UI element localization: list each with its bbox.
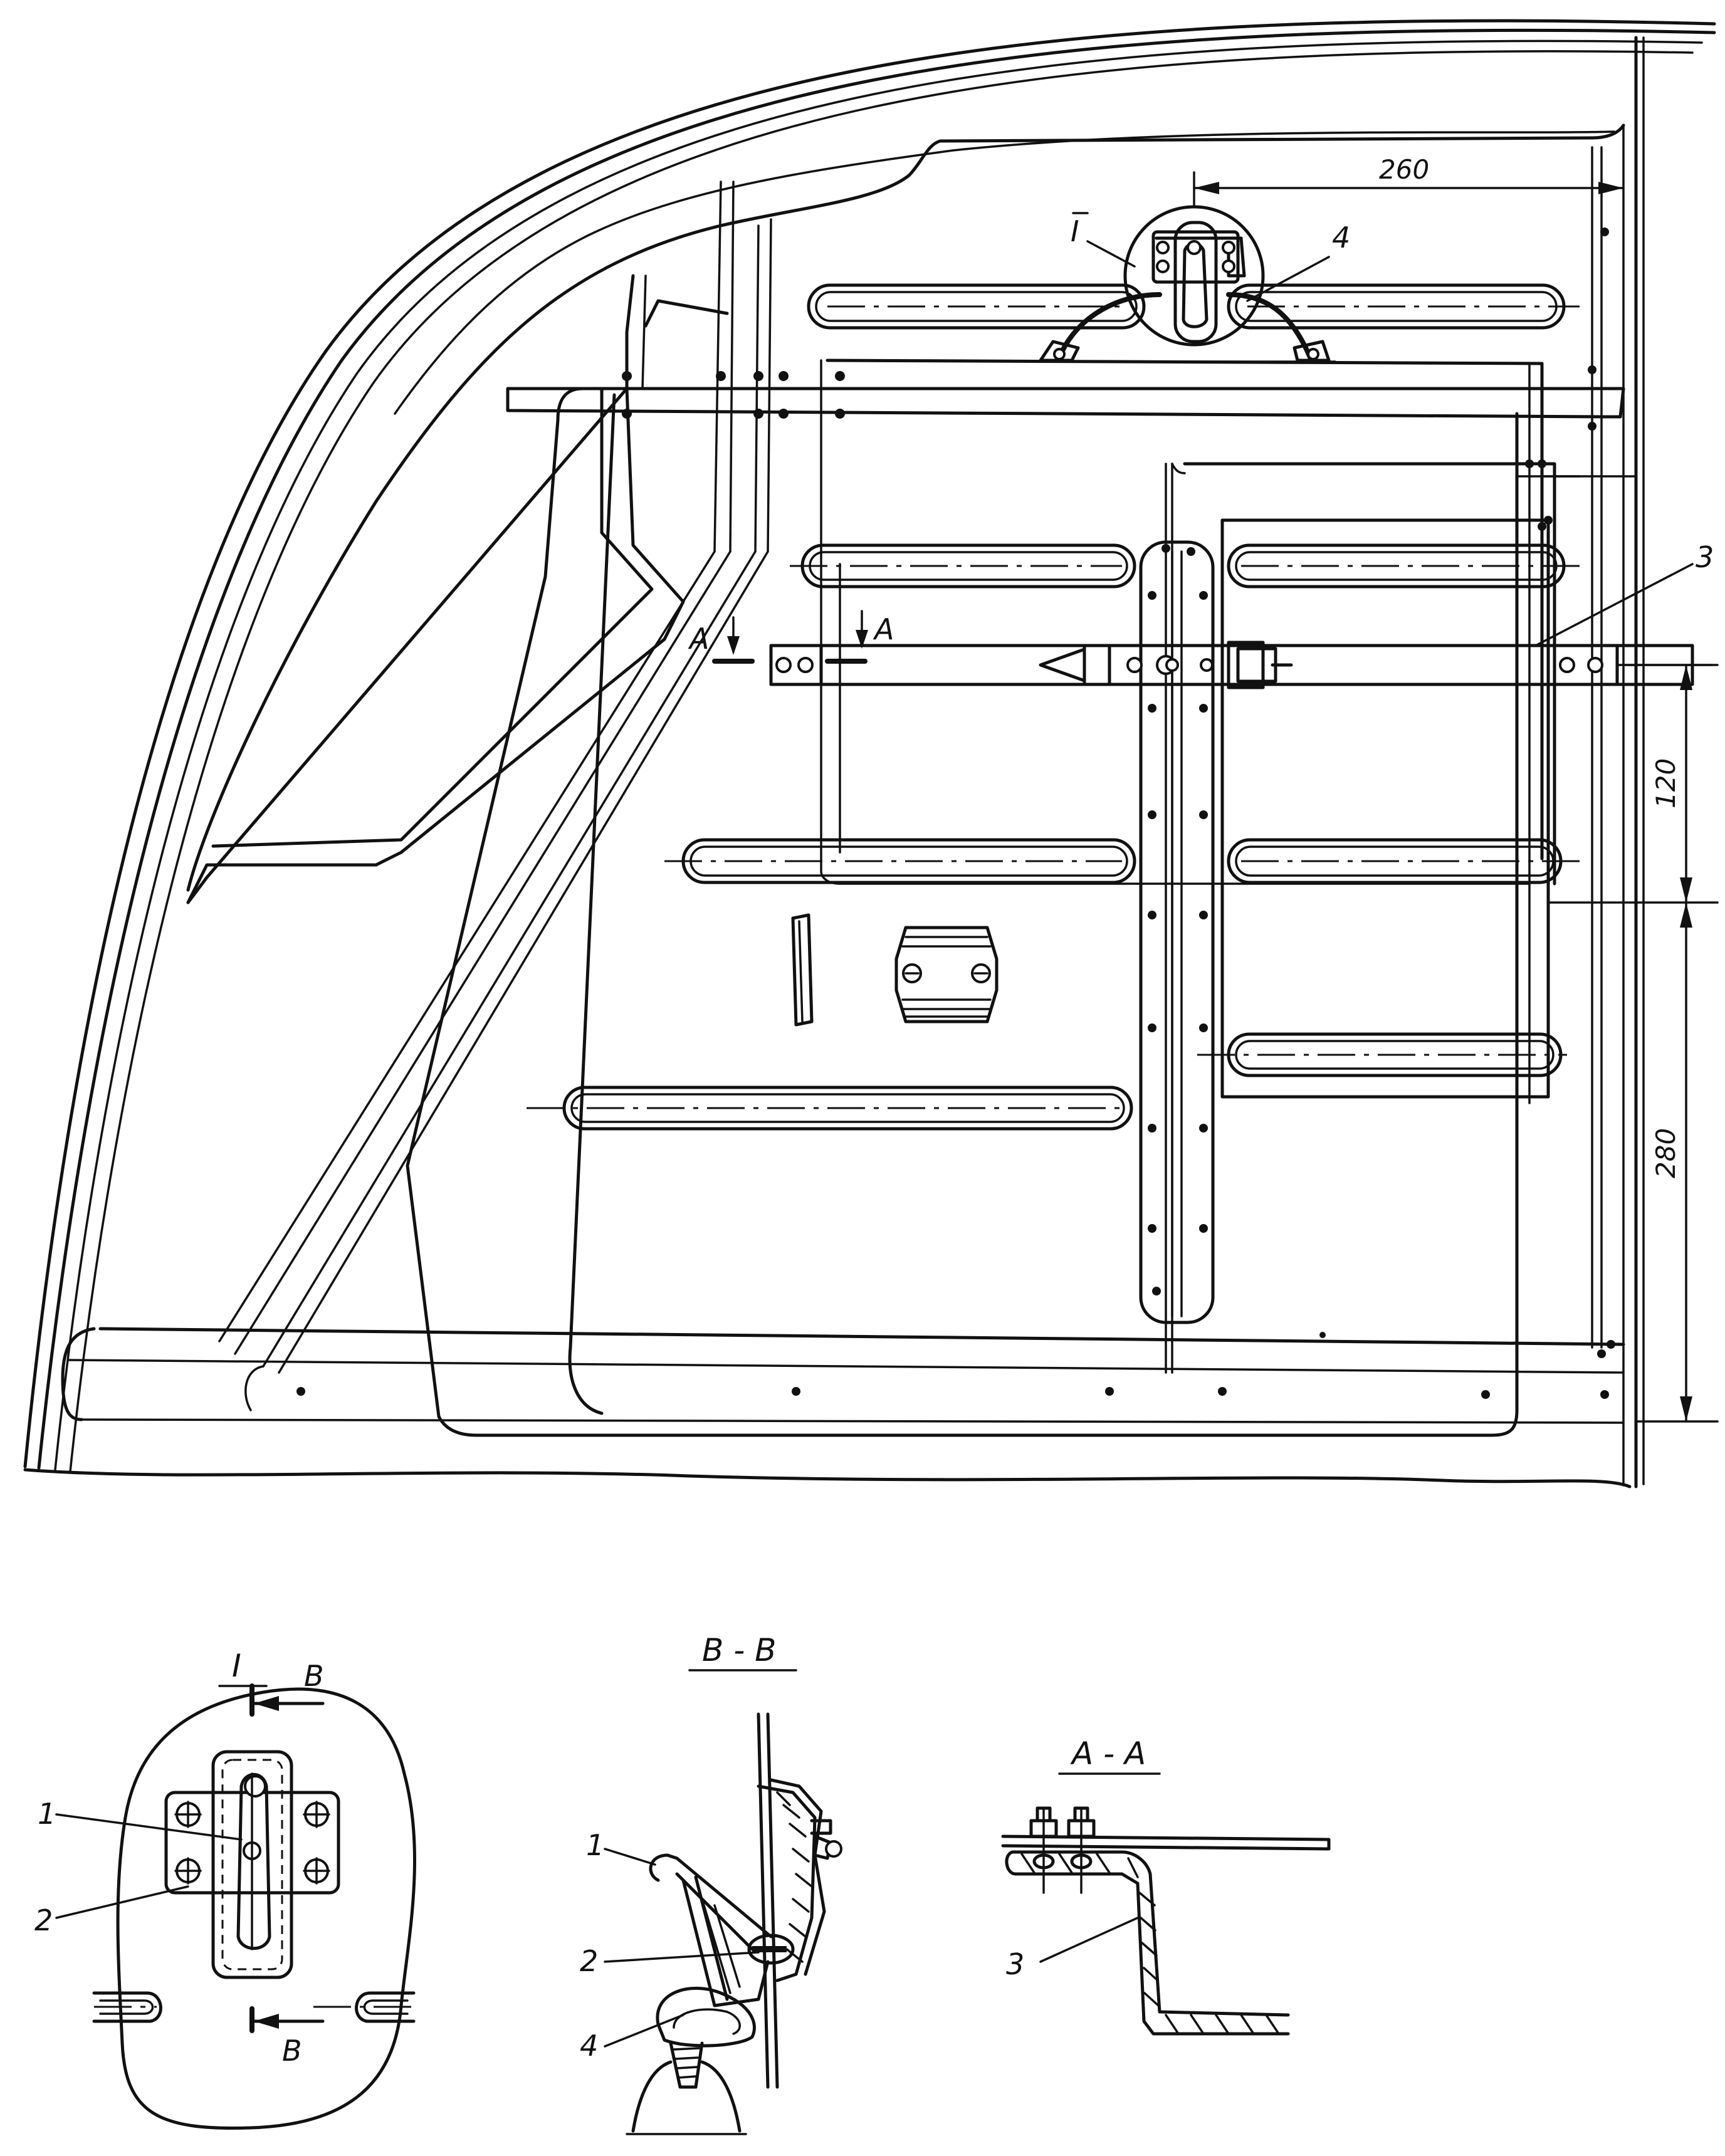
- bottom-sill: [61, 1327, 1625, 1424]
- view-ref-I: I: [1071, 212, 1136, 268]
- panel-outline: [23, 19, 1716, 1489]
- detail-callout-2: 2: [34, 1903, 53, 1937]
- callout-3: 3: [1534, 540, 1714, 647]
- dim-280-label: 280: [1650, 1128, 1681, 1178]
- callout-4: 4: [1246, 221, 1350, 302]
- dimension-120: 120: [1547, 664, 1719, 904]
- detail-section-b-top: B: [304, 1659, 324, 1693]
- section-BB: B - B 1 2 4: [580, 1632, 842, 2135]
- detail-callout-1: 1: [38, 1797, 56, 1831]
- bb-callout-1: 1: [586, 1828, 604, 1862]
- detail-section-b-bottom: B: [282, 2034, 302, 2068]
- svg-text:3: 3: [1696, 540, 1714, 574]
- section-a-right-label: A: [873, 612, 894, 646]
- aa-callout-3: 3: [1006, 1947, 1024, 1981]
- dim-120-label: 120: [1650, 758, 1681, 808]
- inner-frame: [186, 123, 1625, 1349]
- clip-bracket: [894, 926, 999, 1023]
- detail-view-I: I B B 1 2: [34, 1648, 417, 2130]
- bb-callout-2: 2: [580, 1944, 598, 1978]
- main-view: 260 120 280 4 3 I: [23, 19, 1719, 1489]
- dimension-280: 280: [1635, 901, 1719, 1423]
- ribs: [527, 283, 1586, 1131]
- section-bb-title: B - B: [702, 1632, 776, 1668]
- top-crossbar: [506, 228, 1625, 431]
- section-a-left-label: A: [688, 622, 709, 656]
- dimension-260: 260: [1193, 154, 1625, 208]
- dim-260-label: 260: [1379, 154, 1429, 185]
- vertical-strap: [1139, 540, 1215, 1324]
- section-aa-title: A - A: [1070, 1735, 1146, 1772]
- belt-strap: [769, 641, 1712, 689]
- section-mark-a: A A: [688, 610, 894, 664]
- svg-text:4: 4: [1332, 221, 1350, 254]
- bb-callout-4: 4: [580, 2029, 598, 2063]
- svg-text:I: I: [1071, 214, 1079, 248]
- section-AA: A - A 3: [1001, 1735, 1331, 2036]
- detail-title: I: [232, 1648, 241, 1684]
- small-parts: [791, 913, 999, 1027]
- top-latch-assembly: [1033, 205, 1336, 363]
- pillars: [186, 181, 1519, 1437]
